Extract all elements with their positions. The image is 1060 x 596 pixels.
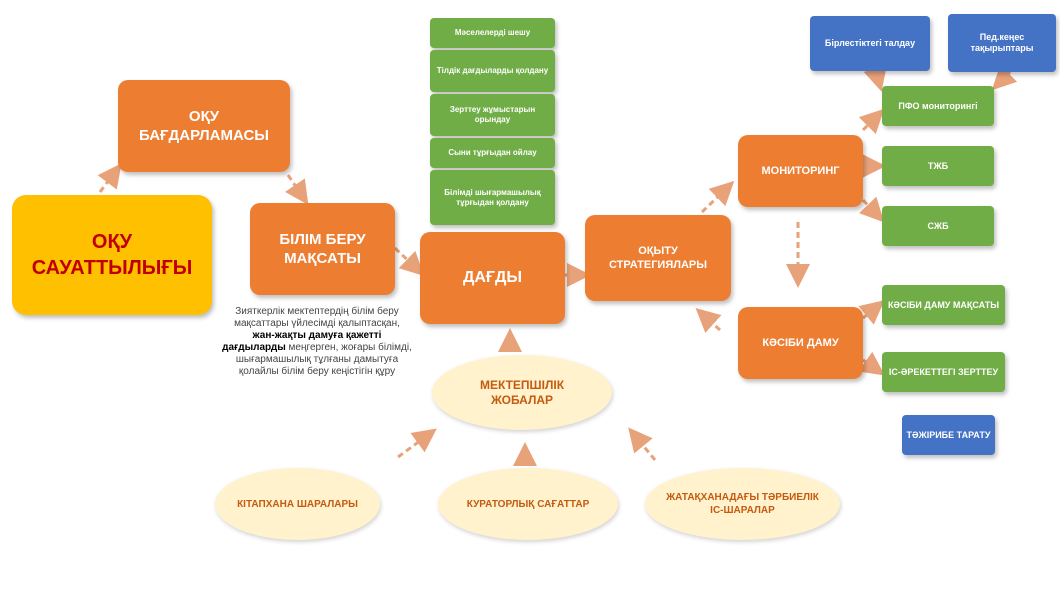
skill-item-1: Мәселелерді шешу: [430, 18, 555, 48]
literacy-box: ОҚУ САУАТТЫЛЫҒЫ: [12, 195, 212, 315]
school-projects-ellipse: МЕКТЕПШІЛІК ЖОБАЛАР: [432, 355, 612, 430]
monitoring-item-tzhb: ТЖБ: [882, 146, 994, 186]
goal-description: Зияткерлік мектептердің білім беру мақса…: [222, 306, 412, 377]
prof-item-goal: КӘСІБИ ДАМУ МАҚСАТЫ: [882, 285, 1005, 325]
monitoring-box: МОНИТОРИНГ: [738, 135, 863, 207]
prof-dev-box: КӘСІБИ ДАМУ: [738, 307, 863, 379]
prof-item-research: ІС-ӘРЕКЕТТЕГІ ЗЕРТТЕУ: [882, 352, 1005, 392]
program-box: ОҚУ БАҒДАРЛАМАСЫ: [118, 80, 290, 172]
monitoring-item-szhb: СЖБ: [882, 206, 994, 246]
skill-item-2: Тілдік дағдыларды қолдану: [430, 50, 555, 92]
skill-item-3: Зерттеу жұмыстарын орындау: [430, 94, 555, 136]
top-blue-analysis: Бірлестіктегі талдау: [810, 16, 930, 71]
top-blue-council: Пед.кеңес тақырыптары: [948, 14, 1056, 72]
skills-box: ДАҒДЫ: [420, 232, 565, 324]
dormitory-events-ellipse: ЖАТАҚХАНАДАҒЫ ТӘРБИЕЛІК ІС-ШАРАЛАР: [645, 468, 840, 540]
skill-item-4: Сыни тұрғыдан ойлау: [430, 138, 555, 168]
library-events-ellipse: КІТАПХАНА ШАРАЛАРЫ: [215, 468, 380, 540]
share-experience-box: ТӘЖІРИБЕ ТАРАТУ: [902, 415, 995, 455]
monitoring-item-pfo: ПФО мониторингі: [882, 86, 994, 126]
curator-hours-ellipse: КУРАТОРЛЫҚ САҒАТТАР: [438, 468, 618, 540]
goal-box: БІЛІМ БЕРУ МАҚСАТЫ: [250, 203, 395, 295]
strategies-box: ОҚЫТУ СТРАТЕГИЯЛАРЫ: [585, 215, 731, 301]
skill-item-5: Білімді шығармашылық тұрғыдан қолдану: [430, 170, 555, 225]
